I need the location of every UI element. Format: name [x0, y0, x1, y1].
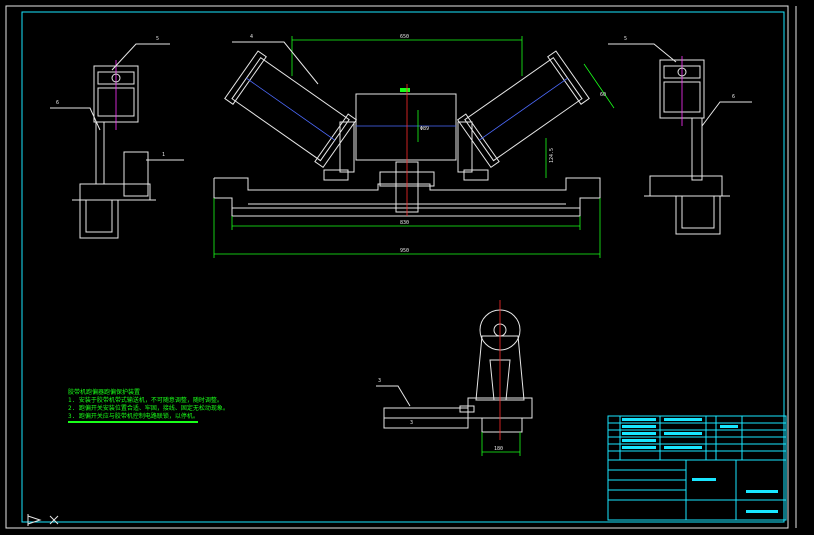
- bottom-detail-view: 3 3 180: [376, 300, 533, 456]
- right-base-plate: [649, 175, 723, 197]
- right-deviation-switch-view: 5 6: [608, 36, 752, 235]
- callout-right-5: 5: [624, 36, 627, 42]
- right-u-bolt-inner: [681, 196, 715, 229]
- ucs-triangle-icon: [27, 514, 42, 526]
- left-wing-roller: [224, 50, 358, 169]
- right-u-bolt-outer: [675, 196, 721, 235]
- dim-bottom-text: 180: [494, 446, 503, 452]
- leader-right-6: [701, 101, 752, 127]
- callout-4: 4: [250, 34, 253, 40]
- callout-left-1: 1: [162, 152, 165, 158]
- left-lug: [323, 169, 349, 181]
- center-roller: [355, 93, 457, 161]
- callout-bottom-label: 3: [410, 420, 413, 426]
- dim-outer-text: 950: [400, 248, 409, 254]
- note-1: 1. 安装于胶带机带式输送机，不可随意调整，随时调整。: [68, 396, 223, 404]
- note-3: 3. 跑偏开关应与胶带机控制电路联锁，以停机。: [68, 412, 199, 420]
- left-base-plate: [79, 183, 151, 201]
- outer-frame: [5, 5, 789, 529]
- dim-inner-text: 830: [400, 220, 409, 226]
- crosshair-x-icon[interactable]: [49, 515, 59, 525]
- right-post: [691, 117, 703, 181]
- dim-slant-line: [583, 63, 615, 109]
- callout-left-5: 5: [156, 36, 159, 42]
- leader-right-5: [608, 43, 677, 63]
- leader-bottom-3: [376, 385, 411, 407]
- detail-clamp: [459, 405, 475, 413]
- left-switch-knob: [111, 73, 121, 83]
- right-wing-roller: [456, 50, 590, 169]
- left-bracket: [339, 121, 355, 173]
- left-bracket-plate: [123, 151, 149, 197]
- parts-text-block-9: [720, 425, 738, 428]
- right-bracket: [457, 121, 473, 173]
- base-channel: [213, 177, 601, 217]
- parts-text-block-2: [622, 425, 656, 428]
- dim-slant-text: 60: [600, 92, 606, 98]
- dim-top-text: 650: [400, 34, 409, 40]
- left-u-bolt-outer: [79, 200, 119, 239]
- parts-text-block-6: [664, 418, 702, 421]
- detail-foot: [481, 417, 523, 433]
- left-u-bolt-inner: [85, 200, 113, 233]
- detail-arm-inner: [489, 359, 511, 401]
- callout-right-6: 6: [732, 94, 735, 100]
- parts-text-block-1: [622, 418, 656, 421]
- title-dwgno-block: [746, 510, 778, 513]
- detail-arm: [475, 335, 525, 401]
- note-2: 2. 跑偏开关安装位置合适、牢固，接线、固定无松动现象。: [68, 404, 229, 412]
- leader-left-5: [111, 43, 170, 71]
- title-name-block: [692, 478, 716, 481]
- left-deviation-switch-view: 5 6 1: [50, 36, 184, 239]
- parts-text-block-5: [622, 446, 656, 449]
- parts-text-block-7: [664, 432, 702, 435]
- title-company-block: [746, 490, 778, 493]
- dim-dia-text: Φ89: [420, 126, 429, 132]
- title-block: [607, 415, 787, 521]
- leader-left-6: [50, 107, 101, 131]
- left-post: [95, 121, 105, 185]
- troughing-idler-main-view: 650 60 Φ89 124.5 830 950 4: [213, 34, 615, 258]
- parts-text-block-3: [622, 432, 656, 435]
- callout-bottom-3: 3: [378, 378, 381, 384]
- parts-text-block-8: [664, 446, 702, 449]
- leader-4: [232, 41, 319, 85]
- dim-height-text: 124.5: [549, 148, 555, 163]
- callout-left-6: 6: [56, 100, 59, 106]
- parts-text-block-4: [622, 439, 656, 442]
- note-title: 胶带机跑偏器跑偏保护装置: [68, 388, 140, 396]
- technical-notes: 胶带机跑偏器跑偏保护装置 1. 安装于胶带机带式输送机，不可随意调整，随时调整。…: [68, 388, 229, 423]
- right-switch-knob: [677, 67, 687, 77]
- right-lug: [463, 169, 489, 181]
- inner-frame: [21, 11, 785, 523]
- center-roller-mark: [400, 88, 410, 92]
